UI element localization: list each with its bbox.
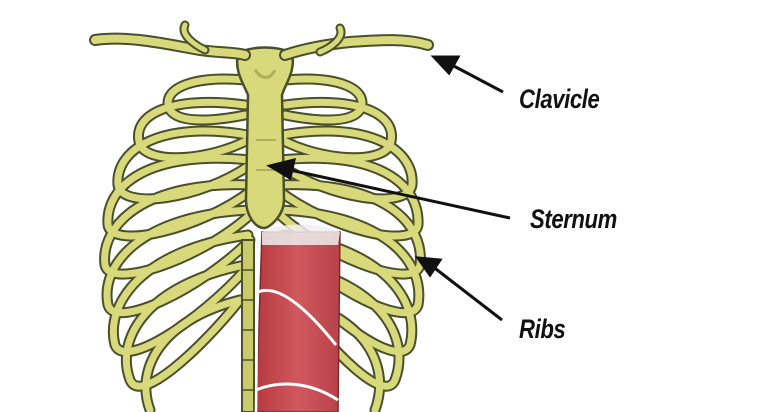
clavicles	[89, 20, 434, 61]
sternum-arrow	[289, 168, 511, 220]
sternum-label: Sternum	[530, 204, 617, 234]
clavicle-arrow	[449, 62, 504, 94]
ribs-left-fill	[101, 75, 256, 412]
spine	[241, 239, 255, 412]
sternum-arrowhead-icon	[266, 157, 296, 181]
ribs-label: Ribs	[519, 314, 566, 344]
abdominal-muscle	[254, 224, 341, 412]
ribs-arrowhead-icon	[414, 256, 443, 278]
pointer-arrows	[266, 55, 511, 322]
clavicle-label: Clavicle	[519, 84, 600, 114]
ribs-arrow	[431, 264, 503, 322]
clavicle-arrowhead-icon	[430, 55, 461, 76]
